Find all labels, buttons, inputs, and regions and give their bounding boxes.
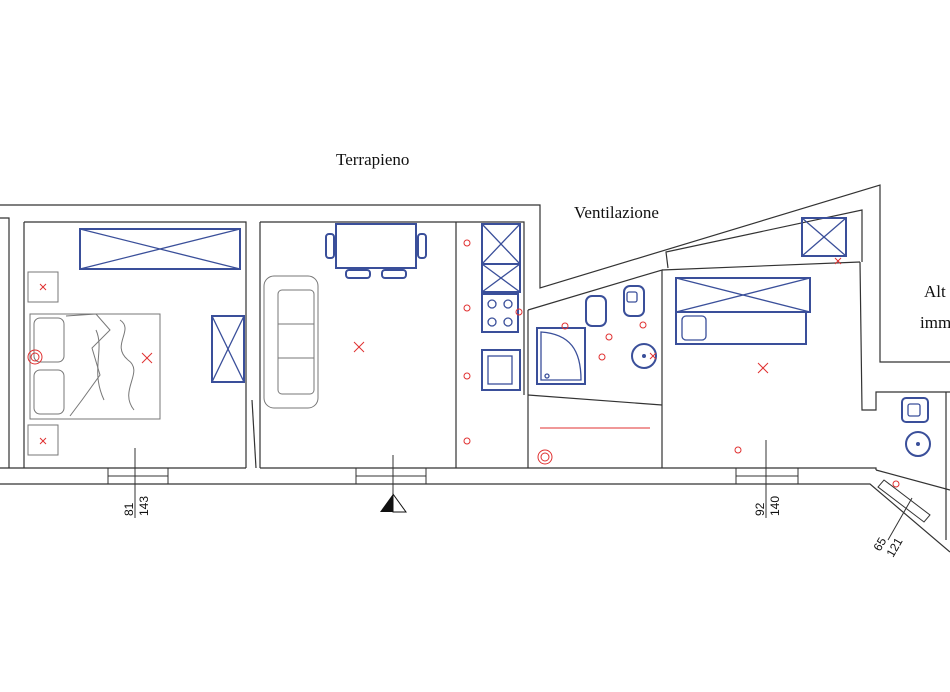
label-ventilazione: Ventilazione xyxy=(574,203,659,222)
socket-icon xyxy=(27,239,900,488)
dim-143: 143 xyxy=(137,496,151,516)
bathroom-2 xyxy=(901,397,931,457)
dim-81: 81 xyxy=(122,502,136,516)
north-arrow-icon xyxy=(380,492,407,513)
outer-walls xyxy=(0,184,950,553)
label-alt: Alt xyxy=(924,282,946,301)
bedroom-2 xyxy=(675,217,847,345)
dimension-marks xyxy=(134,440,913,541)
dim-121: 121 xyxy=(883,535,905,560)
label-terrapieno: Terrapieno xyxy=(336,150,409,169)
kitchen xyxy=(481,223,521,391)
dim-92: 92 xyxy=(753,502,767,516)
bathroom xyxy=(536,285,657,429)
label-imm: imm xyxy=(920,313,950,332)
dim-65: 65 xyxy=(870,535,889,554)
dim-140: 140 xyxy=(768,496,782,516)
light-point-icon xyxy=(39,257,842,445)
windows xyxy=(107,467,931,523)
living-room xyxy=(263,223,427,409)
bedroom xyxy=(27,228,245,456)
